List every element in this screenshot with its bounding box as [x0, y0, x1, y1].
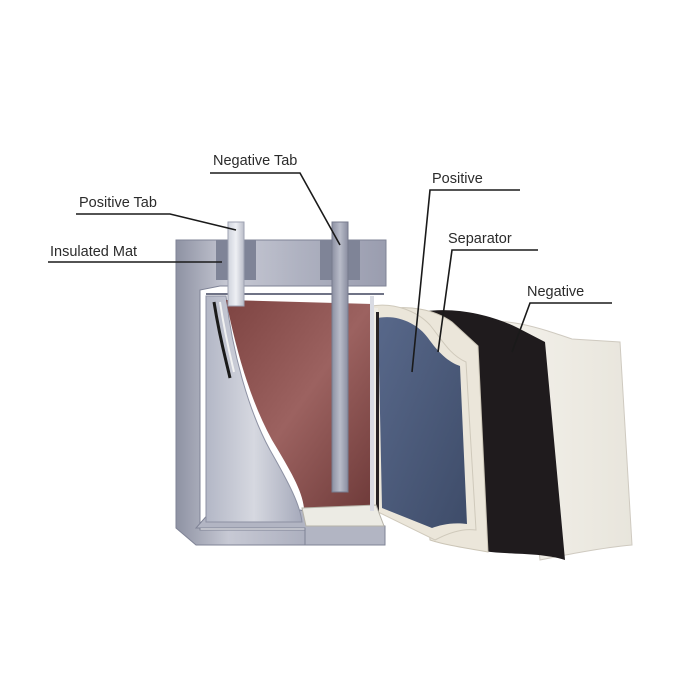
cavity-left-highlight [219, 301, 235, 373]
label-insulated-mat: Insulated Mat [50, 244, 137, 260]
insulated-mat-neg-left [320, 240, 332, 280]
leader-positive [411, 189, 520, 373]
negative-tab [331, 221, 349, 493]
positive-tab [227, 221, 245, 307]
label-separator: Separator [448, 231, 512, 247]
leader-separator [437, 249, 538, 353]
label-negative: Negative [527, 284, 584, 300]
leader-negative [511, 302, 612, 353]
case-left-wall [175, 239, 387, 546]
cavity-left-edge [212, 301, 232, 379]
insulated-mat-left [216, 240, 228, 280]
label-positive-tab: Positive Tab [79, 195, 157, 211]
label-positive: Positive [432, 171, 483, 187]
label-negative-tab: Negative Tab [213, 153, 297, 169]
leader-positive-tab [76, 213, 237, 231]
negative-electrode-layer [420, 310, 565, 560]
case-right-inner [370, 296, 374, 511]
sheet-edge-dark [376, 312, 379, 512]
cavity-floor [301, 504, 385, 527]
leader-lines [48, 172, 612, 373]
insulated-mat-neg-right [348, 240, 360, 280]
insulated-mat-right [244, 240, 256, 280]
leader-negative-tab [210, 172, 341, 246]
positive-electrode-layer [378, 317, 467, 528]
